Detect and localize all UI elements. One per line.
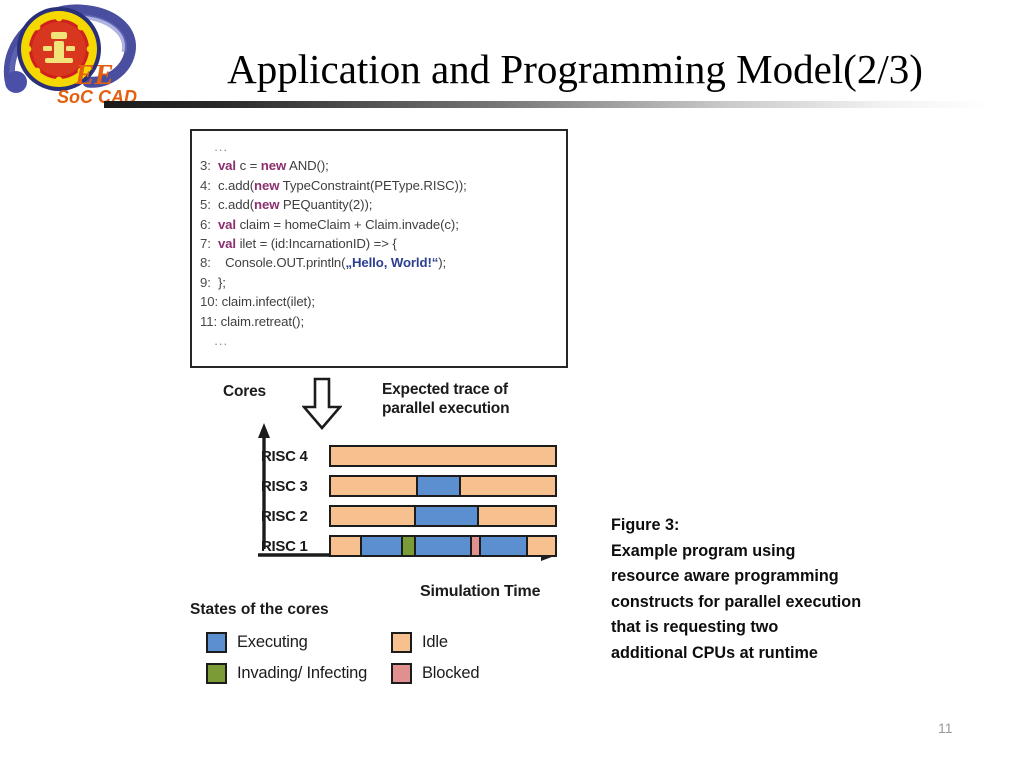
code-line: ... xyxy=(214,139,229,154)
chart-y-axis-label: Cores xyxy=(223,383,266,400)
chart-bar xyxy=(329,505,557,527)
code-line: 10: claim.infect(ilet); xyxy=(200,294,315,310)
chart-row: RISC 1 xyxy=(261,535,557,557)
code-line: 11: claim.retreat(); xyxy=(200,313,305,329)
figure-caption: Figure 3: Example program using resource a… xyxy=(611,513,966,666)
chart-segment-blocked xyxy=(472,537,482,555)
code-block: ... 3: val c = new AND(); 4: c.add(new Typ… xyxy=(190,129,568,368)
legend-label-executing: Executing xyxy=(237,633,308,651)
code-line: 4: c.add(new TypeConstraint(PEType.RISC)… xyxy=(200,177,467,193)
slide-title: Application and Programming Model(2/3) xyxy=(227,46,923,92)
caption-line: Example program using xyxy=(611,541,796,560)
legend-item-blocked: Blocked xyxy=(375,658,560,689)
code-line: 6: val claim = homeClaim + Claim.invade(… xyxy=(200,216,459,232)
legend-item-idle: Idle xyxy=(375,627,560,658)
caption-line: that is requesting two xyxy=(611,618,779,636)
code-line: 9: }; xyxy=(200,274,226,290)
chart-row: RISC 3 xyxy=(261,475,557,497)
legend-item-invading: Invading/ Infecting xyxy=(190,658,375,689)
chart-segment-idle xyxy=(331,507,417,525)
chart-segment-idle xyxy=(331,537,363,555)
legend-item-executing: Executing xyxy=(190,627,375,658)
chart-rows: RISC 4 RISC 3 RISC 2 RISC 1 xyxy=(261,445,557,565)
chart-segment-executing xyxy=(481,537,529,555)
chart-bar xyxy=(329,475,557,497)
chart-segment-executing xyxy=(416,507,479,525)
caption-line: resource aware programming xyxy=(611,567,839,585)
y-axis-arrow xyxy=(257,423,271,556)
ee-soc-cad-logo: EE SoC CAD xyxy=(2,2,152,108)
legend-label-idle: Idle xyxy=(422,633,448,651)
legend-swatch-idle xyxy=(391,632,412,653)
caption-line: constructs for parallel execution xyxy=(611,592,862,611)
chart-segment-executing xyxy=(418,477,461,495)
chart-row-label: RISC 2 xyxy=(261,507,308,525)
legend-title: States of the cores xyxy=(190,601,329,618)
code-line: 5: c.add(new PEQuantity(2)); xyxy=(200,197,373,213)
chart-segment-idle xyxy=(478,507,555,525)
chart-segment-idle xyxy=(331,477,419,495)
chart-segment-idle xyxy=(331,447,555,465)
legend-swatch-executing xyxy=(206,632,227,653)
code-line: 7: val ilet = (id:IncarnationID) => { xyxy=(200,236,397,252)
code-line: ... xyxy=(214,333,229,349)
code-line: 8: Console.OUT.println(„Hello, World!“); xyxy=(200,255,447,271)
title-divider xyxy=(104,101,990,108)
legend-swatch-invading xyxy=(206,663,227,684)
chart-row-label: RISC 3 xyxy=(261,477,308,495)
slide-page-number: 11 xyxy=(938,720,953,736)
code-line: 3: val c = new AND(); xyxy=(200,158,329,174)
chart-segment-invading xyxy=(402,537,417,555)
chart-segment-executing xyxy=(416,537,473,555)
chart-segment-idle xyxy=(528,537,555,555)
down-arrow-icon xyxy=(301,377,343,436)
chart-bar xyxy=(329,535,557,557)
chart-segment-executing xyxy=(362,537,403,555)
chart-segment-idle xyxy=(460,477,555,495)
caption-line: Figure 3: xyxy=(611,516,680,534)
chart-row: RISC 2 xyxy=(261,505,557,527)
chart-bar xyxy=(329,445,557,467)
legend-swatch-blocked xyxy=(391,663,412,684)
svg-text:EE: EE xyxy=(74,59,114,91)
legend-label-invading: Invading/ Infecting xyxy=(237,664,368,682)
chart-row: RISC 4 xyxy=(261,445,557,467)
caption-line: additional CPUs at runtime xyxy=(611,643,818,662)
legend-label-blocked: Blocked xyxy=(422,664,480,682)
chart-row-label: RISC 1 xyxy=(261,537,308,555)
chart-x-axis-label: Simulation Time xyxy=(420,583,541,600)
chart-row-label: RISC 4 xyxy=(261,447,308,465)
